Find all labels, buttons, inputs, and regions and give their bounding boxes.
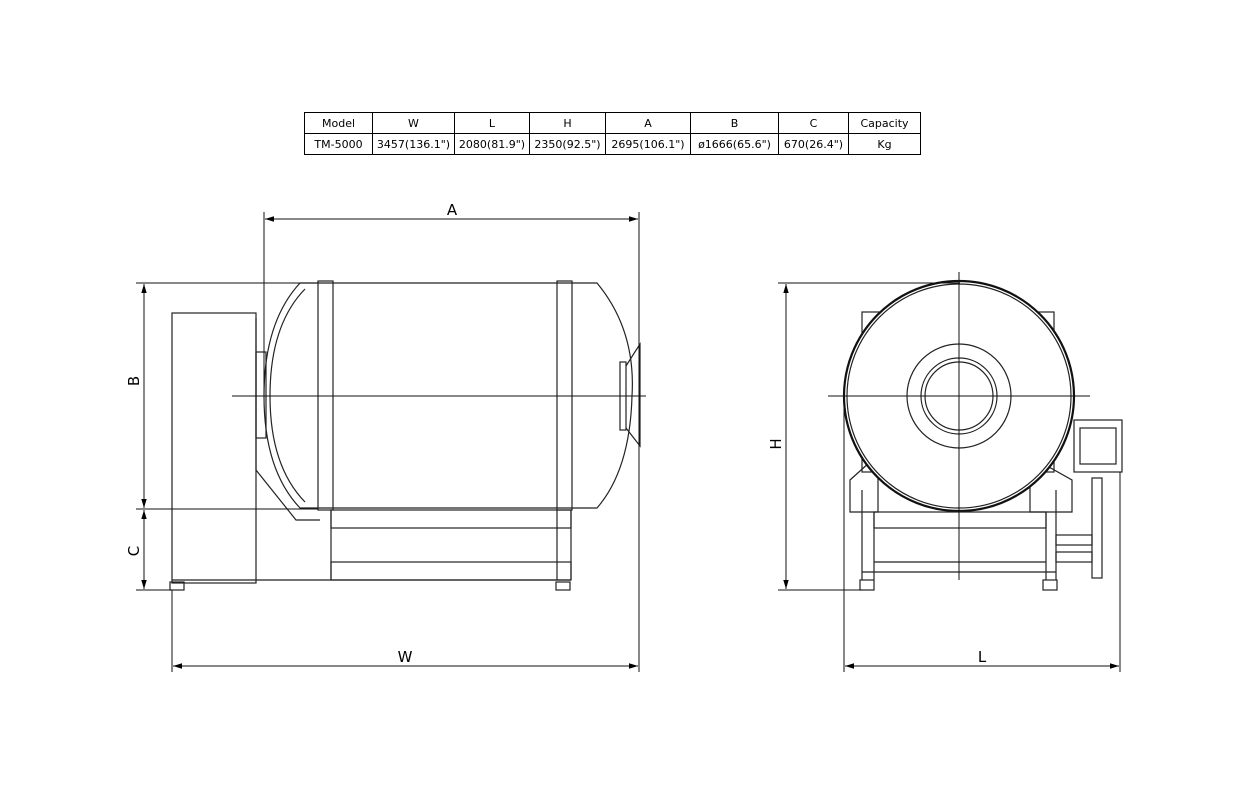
control-column — [1091, 477, 1103, 579]
cell-a: 2695(106.1") — [605, 133, 691, 155]
dim-label-b: B — [125, 376, 143, 386]
front-frame-upper — [873, 511, 1047, 529]
side-view: A W B C — [125, 201, 646, 672]
dim-label-a: A — [447, 201, 458, 219]
cell-model: TM-5000 — [304, 133, 373, 155]
frame-upper — [330, 509, 572, 529]
foot-right — [555, 581, 571, 591]
front-foot-left — [859, 579, 875, 591]
cell-c: 670(26.4") — [778, 133, 849, 155]
front-view: H L — [767, 272, 1123, 672]
header-capacity: Capacity — [848, 112, 921, 134]
motor-housing — [171, 312, 257, 584]
foot-left — [169, 581, 185, 591]
flange-plate — [255, 351, 267, 439]
spec-table: Model W L H A B C Capacity TM-5000 3457(… — [304, 112, 921, 155]
pipe-upper — [1055, 534, 1093, 546]
control-panel — [1073, 419, 1123, 473]
pipe-lower — [1055, 551, 1093, 563]
frame-base — [330, 561, 572, 581]
front-cone — [625, 341, 641, 448]
cell-capacity: Kg — [848, 133, 921, 155]
dim-label-l: L — [978, 648, 987, 666]
spec-data-row: TM-5000 3457(136.1") 2080(81.9") 2350(92… — [304, 133, 921, 155]
control-panel-screen — [1079, 427, 1117, 465]
dim-label-c: C — [125, 546, 143, 556]
dim-label-w: W — [398, 648, 413, 666]
cell-b: ø1666(65.6") — [690, 133, 779, 155]
cell-l: 2080(81.9") — [454, 133, 530, 155]
cell-h: 2350(92.5") — [529, 133, 606, 155]
front-foot-right — [1042, 579, 1058, 591]
dim-label-h: H — [767, 438, 785, 449]
drum-body — [263, 282, 633, 509]
spec-header-row: Model W L H A B C Capacity — [304, 112, 921, 134]
cell-w: 3457(136.1") — [372, 133, 455, 155]
